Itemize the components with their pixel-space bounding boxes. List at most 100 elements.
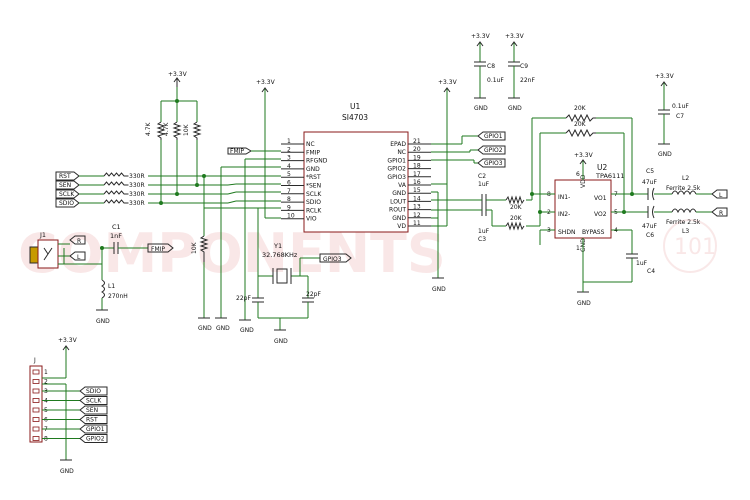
c7-ref: C7	[676, 113, 684, 120]
svg-text:+3.3V: +3.3V	[574, 152, 594, 159]
pullup-resistor-3[interactable]: 10K	[183, 121, 202, 140]
u2-in1-label: IN1-	[558, 194, 570, 201]
output-label-r[interactable]: R	[711, 207, 728, 217]
c8-ref: C8	[487, 63, 495, 70]
header-ref: J	[33, 357, 36, 364]
u1-pin-name-15: GND	[392, 190, 406, 197]
header-net-sen[interactable]: SEN	[79, 405, 108, 415]
series-resistor-3-value: 330R	[129, 191, 145, 198]
jack-j1[interactable]: J1 R L	[29, 231, 114, 269]
u1-pin-num-6: 6	[287, 180, 291, 187]
u2-body	[554, 179, 612, 239]
pullup-resistor-2[interactable]: 4.7K	[163, 121, 182, 140]
rclk-resistor[interactable]: 10K	[191, 235, 209, 262]
resistor-in1[interactable]: 20K	[505, 195, 525, 211]
svg-text:GND: GND	[658, 151, 672, 158]
u2-ref: U2	[597, 163, 607, 172]
c2-value: 1uF	[478, 181, 490, 188]
u1-pin-num-2: 2	[287, 146, 291, 153]
u2-vo2-label: VO2	[594, 211, 607, 218]
u1-pin-name-17: GPIO3	[387, 174, 406, 181]
y1-value: 32.768KHz	[262, 251, 298, 259]
input-sdio[interactable]: SDIO 330R	[55, 198, 281, 208]
input-label-sdio: SDIO	[59, 200, 74, 207]
header-j[interactable]: J +3.3V GND	[29, 337, 78, 475]
pullup-network	[160, 87, 198, 201]
u2-bypass-label: BYPASS	[582, 229, 605, 236]
fmip-label-jack: FMIP	[151, 246, 165, 253]
u1-pin-num-15: 15	[413, 187, 421, 194]
power-3v3-u1-left: +3.3V	[256, 79, 281, 219]
resistor-fb1-value: 20K	[574, 105, 587, 112]
ferrite-l2[interactable]: L2 Ferrite 2.5k	[654, 175, 712, 196]
svg-text:GND: GND	[432, 286, 446, 293]
u2-in2-label: IN2-	[558, 211, 570, 218]
header-net-sclk[interactable]: SCLK	[79, 396, 108, 405]
output-label-l[interactable]: L	[711, 189, 728, 199]
svg-text:RST: RST	[86, 417, 98, 424]
c3-value: 1uF	[478, 228, 490, 235]
header-pin-6	[32, 417, 40, 422]
series-resistor-1-value: 330R	[129, 173, 145, 180]
ferrite-l3[interactable]: Ferrite 2.5k L3	[654, 208, 712, 235]
crystal-y1[interactable]: Y1 32.768KHz GPIO3 22pF 22pF GND	[236, 207, 352, 345]
u1-pin-num-9: 9	[287, 204, 291, 211]
header-net-gpio2[interactable]: GPIO2	[79, 434, 108, 443]
c9-value: 22nF	[520, 77, 535, 84]
header-pin-num-1: 1	[44, 369, 48, 376]
header-pin-2	[32, 379, 40, 384]
c8-value: 0.1uF	[487, 77, 504, 84]
u1-pin-num-18: 18	[413, 163, 421, 170]
cap-c8[interactable]: +3.3V GND C8 0.1uF	[471, 33, 504, 112]
header-net-sdio[interactable]: SDIO	[79, 386, 108, 396]
cap-c7[interactable]: +3.3V GND 0.1uF C7	[655, 73, 689, 158]
svg-text:SCLK: SCLK	[86, 398, 102, 405]
u1-chip[interactable]: U1 SI4703	[303, 102, 409, 233]
series-resistor-4-value: 330R	[129, 200, 145, 207]
u2-pin1-num: 1	[576, 245, 580, 252]
svg-text:GND: GND	[60, 468, 74, 475]
u2-chip[interactable]: U2 TPA6111 IN1- IN2- SHDN BYPASS VO1 VO2…	[547, 163, 624, 252]
series-resistor-2-value: 330R	[129, 182, 145, 189]
u1-ref: U1	[350, 102, 360, 111]
c9-ref: C9	[520, 63, 528, 70]
cap-c1[interactable]: C1 1nF FMIP	[110, 223, 174, 254]
cap-c6[interactable]: 47uF C6	[642, 205, 657, 239]
cap-c9[interactable]: +3.3V GND C9 22nF	[505, 33, 535, 112]
y1-cap-left: 22pF	[236, 295, 251, 302]
gpio-label-2[interactable]: GPIO2	[477, 145, 506, 155]
resistor-fb2-value: 20K	[574, 121, 587, 128]
cap-c4[interactable]: 1uF C4	[626, 253, 655, 275]
u1-body	[303, 131, 409, 233]
c6-value: 47uF	[642, 223, 657, 230]
svg-text:SDIO: SDIO	[86, 388, 101, 395]
u1-pin-name-5: *RST	[306, 174, 321, 181]
cap-c5[interactable]: C5 47uF	[642, 168, 657, 201]
svg-text:GPIO3: GPIO3	[484, 160, 503, 167]
resistor-fb2[interactable]: 20K	[565, 121, 596, 138]
svg-text:+3.3V: +3.3V	[58, 337, 78, 344]
cap-c2[interactable]: C2 1uF	[478, 173, 490, 206]
header-net-rst[interactable]: RST	[79, 415, 108, 424]
gpio-label-3[interactable]: GPIO3	[477, 158, 506, 168]
svg-text:GND: GND	[216, 325, 230, 332]
svg-text:+3.3V: +3.3V	[655, 73, 675, 80]
header-pin-8	[32, 436, 40, 441]
u2-pin6-num: 6	[576, 171, 580, 178]
resistor-in2[interactable]: 20K	[505, 215, 525, 231]
u1-pin-name-10: VIO	[306, 216, 317, 223]
u1-pin-num-19: 19	[413, 154, 421, 161]
header-net-gpio1[interactable]: GPIO1	[79, 424, 108, 434]
gpio-label-1[interactable]: GPIO1	[477, 131, 506, 141]
u1-pin-num-14: 14	[413, 195, 421, 202]
pullup-resistor-1[interactable]: 4.7K	[145, 121, 166, 140]
c7-value: 0.1uF	[672, 103, 689, 110]
resistor-fb1[interactable]: 20K	[565, 105, 596, 123]
c3-ref: C3	[478, 236, 486, 243]
inductor-l1[interactable]: GND L1 270nH	[96, 264, 128, 325]
